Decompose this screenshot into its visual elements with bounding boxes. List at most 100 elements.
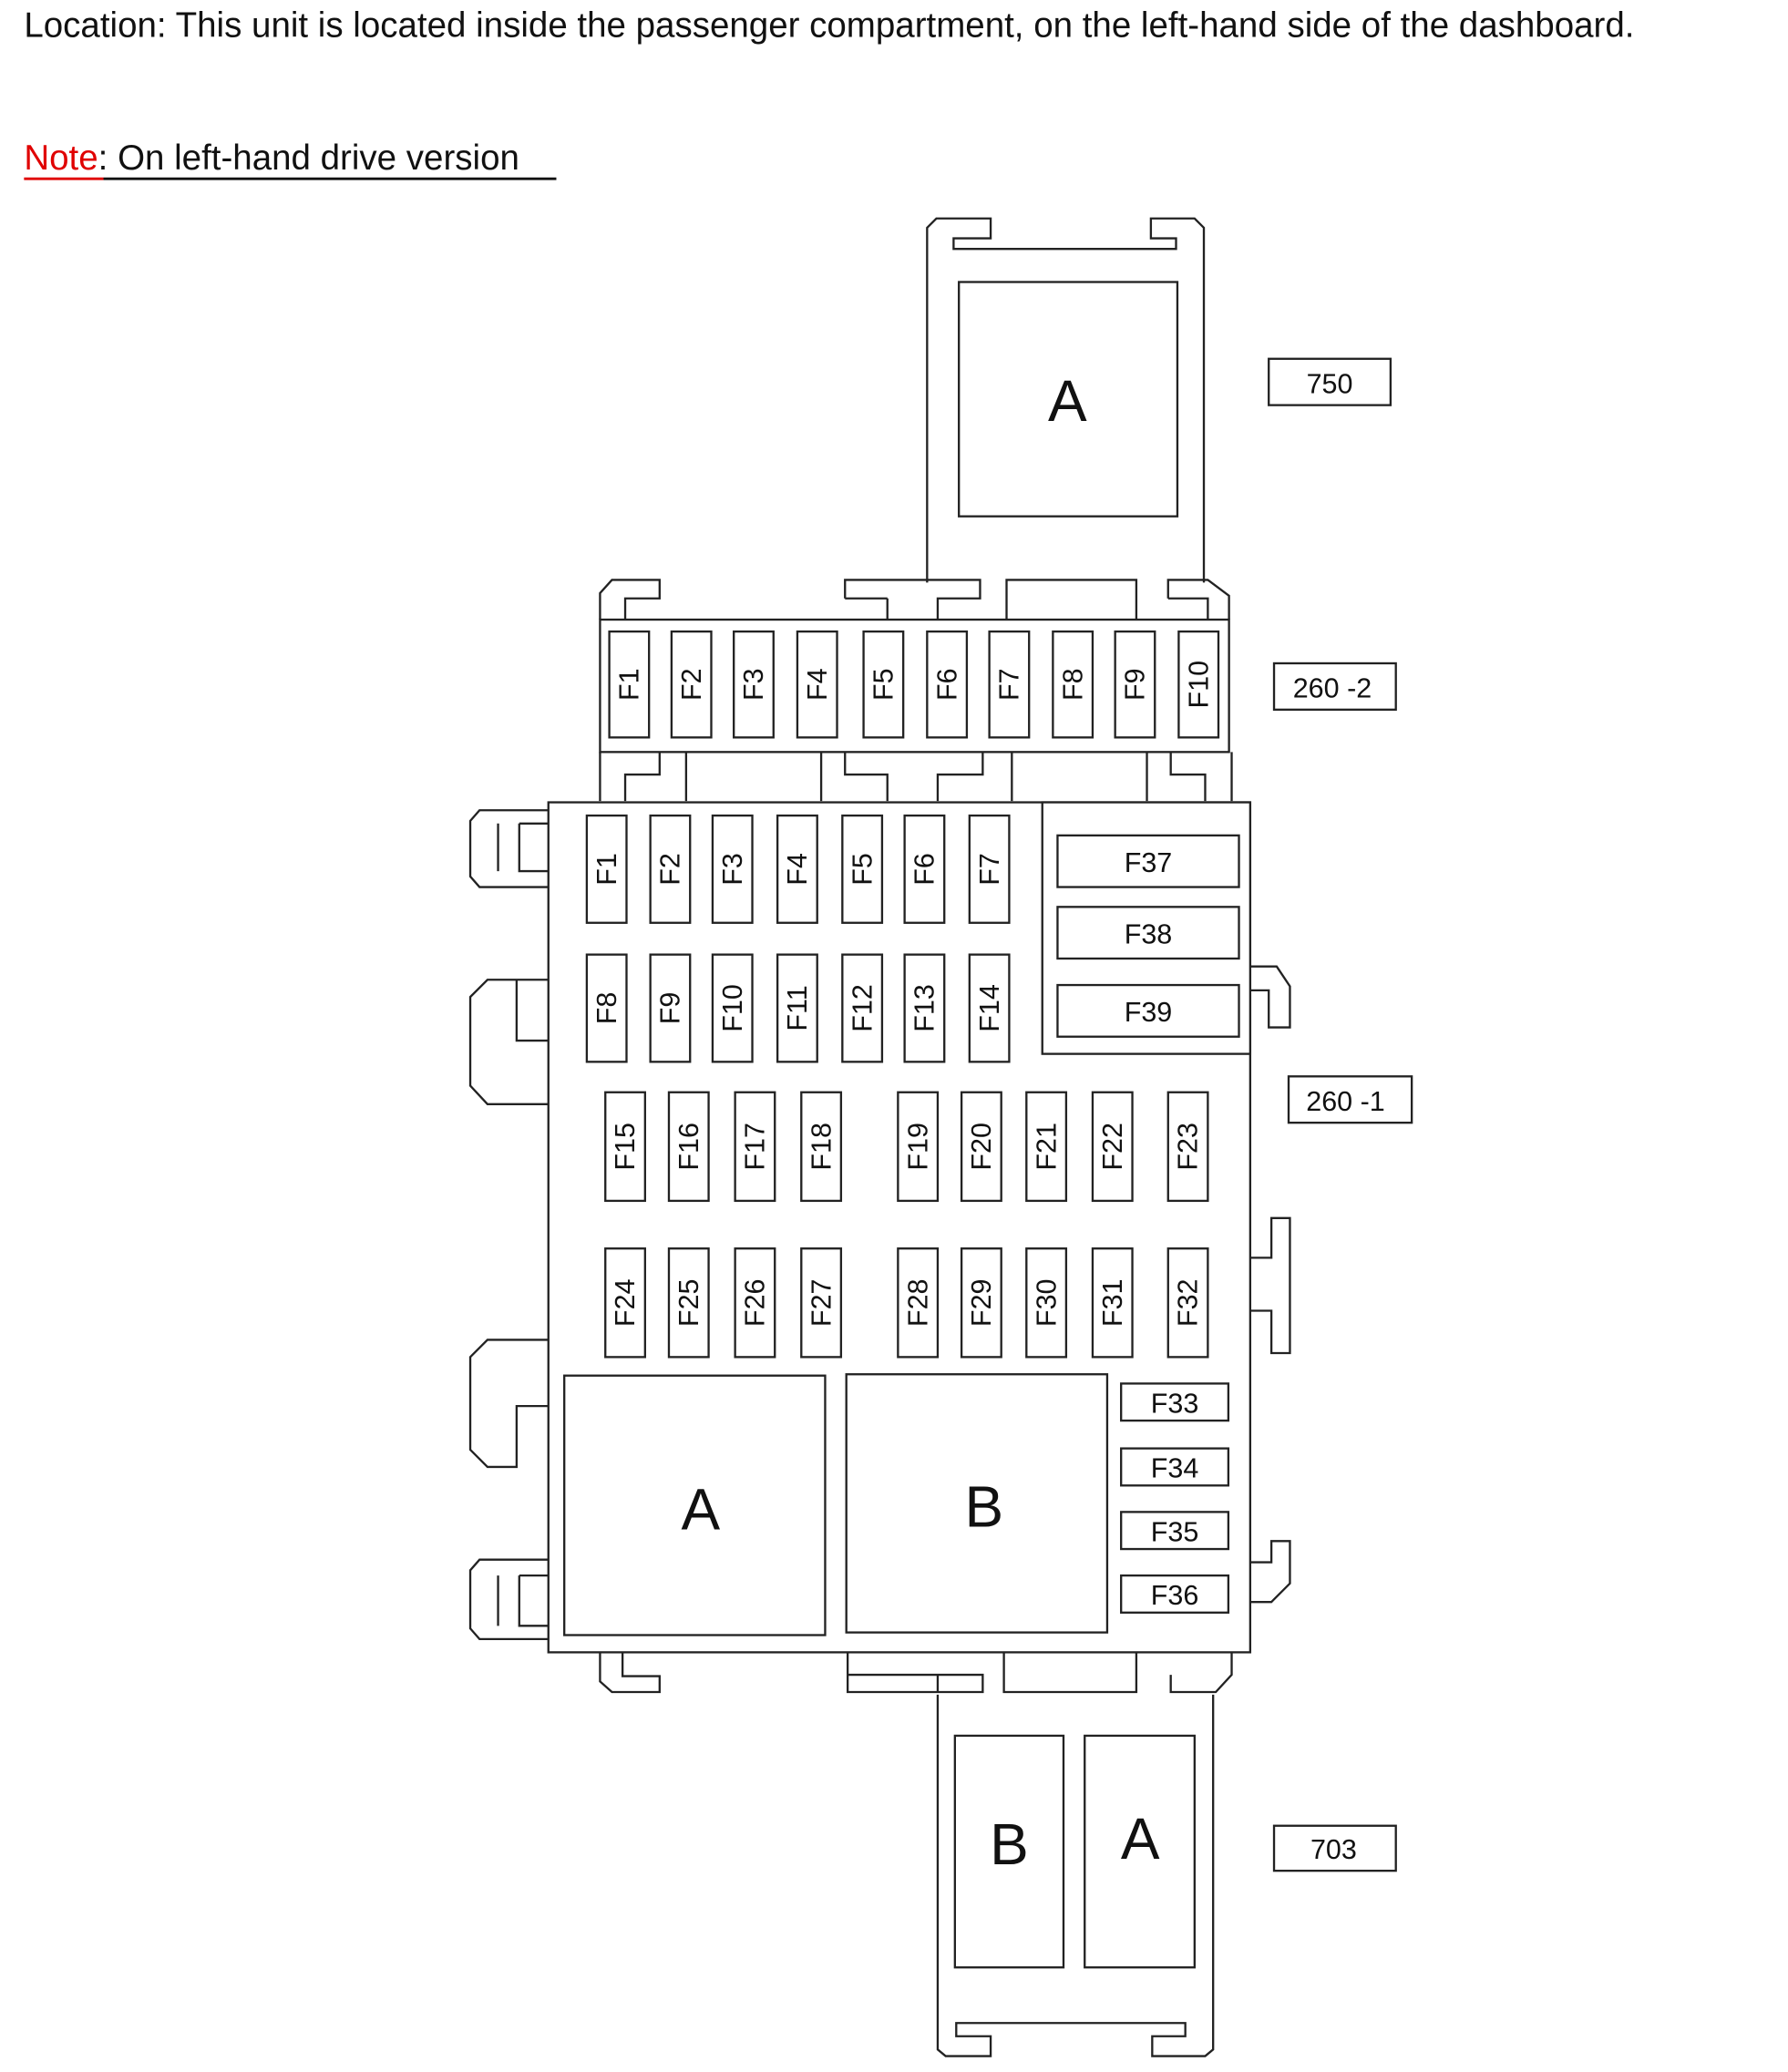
fuse: F10 [711, 953, 754, 1063]
fuse: F2 [649, 814, 692, 924]
relay-label: A [1121, 1806, 1160, 1872]
fuse: F23 [1166, 1091, 1209, 1203]
fuse-label: F36 [1151, 1580, 1199, 1611]
fuse-slot [897, 1091, 940, 1203]
fuse-label: F27 [806, 1279, 837, 1328]
fuse: F8 [1052, 630, 1094, 739]
fuse-slot [585, 953, 628, 1063]
fuse-label: F31 [1097, 1279, 1128, 1328]
unit-label-box [1268, 357, 1392, 406]
fuse-label: F7 [994, 668, 1025, 701]
fuse-slot [608, 630, 651, 739]
unit-label-box [1287, 1075, 1413, 1124]
fuse-label: F17 [740, 1123, 771, 1171]
fuse-slot [1114, 630, 1156, 739]
fuse: F19 [897, 1091, 940, 1203]
fuse-label: F1 [614, 668, 645, 701]
fuse-label: F32 [1173, 1279, 1204, 1328]
fuse-slot [796, 630, 838, 739]
fuse-label: F10 [717, 984, 748, 1032]
fuse: F18 [800, 1091, 843, 1203]
fuse-slot [1120, 1447, 1230, 1487]
fuse-slot [1166, 1247, 1209, 1359]
fuse-label: F22 [1097, 1123, 1128, 1171]
fuse-slot [1166, 1091, 1209, 1203]
unit-label: 703 [1310, 1834, 1357, 1865]
note-text: : On left-hand drive version [98, 138, 519, 178]
fuse-label: F4 [782, 853, 813, 886]
fuse-slot [800, 1247, 843, 1359]
unit-260-1: A B 260 -1 [468, 801, 1413, 1694]
fuse-label: F20 [966, 1123, 997, 1171]
fuse-label: F34 [1151, 1453, 1199, 1484]
fuse: F4 [776, 814, 818, 924]
fuse: F37 [1056, 834, 1240, 888]
fuse-slot [1120, 1511, 1230, 1551]
fuse-slot [1056, 983, 1240, 1038]
fuse-label: F9 [655, 992, 686, 1025]
fuse: F29 [960, 1247, 1002, 1359]
fuse: F31 [1091, 1247, 1134, 1359]
fuse: F13 [903, 953, 946, 1063]
fuse-slot [1025, 1091, 1068, 1203]
unit-label: 260 -2 [1293, 673, 1372, 704]
relay-a [563, 1374, 827, 1636]
fuse-slot [903, 953, 946, 1063]
fuse: F35 [1120, 1511, 1230, 1551]
fuse-label: F30 [1031, 1279, 1062, 1328]
fuse-slot [841, 814, 884, 924]
fuse-label: F18 [806, 1123, 837, 1171]
fuse-label: F6 [931, 668, 962, 701]
fuse-label: F39 [1125, 997, 1173, 1028]
unit-label: 260 -1 [1306, 1086, 1384, 1117]
location-text: Location: This unit is located inside th… [24, 6, 1634, 46]
relay-a-750 [958, 281, 1179, 518]
fuse: F6 [926, 630, 969, 739]
fuse-label: F5 [847, 853, 878, 886]
fuse-label: F37 [1125, 847, 1173, 878]
fuse-slot [734, 1247, 776, 1359]
fuse: F30 [1025, 1247, 1068, 1359]
unit-703: B A 703 [936, 1694, 1397, 2057]
fuse-slot [1025, 1247, 1068, 1359]
fuse: F22 [1091, 1091, 1134, 1203]
fuse-slot [776, 953, 818, 1063]
fuse-slot [988, 630, 1031, 739]
fuse-slot [1120, 1382, 1230, 1422]
fuse: F7 [988, 630, 1031, 739]
relay-label: A [1048, 368, 1087, 434]
fuse-slot [1177, 630, 1220, 739]
fuse: F15 [604, 1091, 646, 1203]
relay-label: B [964, 1473, 1003, 1539]
unit-label: 750 [1307, 369, 1353, 400]
relay-label: A [682, 1476, 721, 1542]
fuse-slot [711, 953, 754, 1063]
fuse-label: F25 [673, 1279, 704, 1328]
fuse: F7 [968, 814, 1011, 924]
fuse-label: F9 [1120, 668, 1151, 701]
note-line: Note: On left-hand drive version [24, 138, 519, 178]
fuse: F27 [800, 1247, 843, 1359]
fuse-slot [585, 814, 628, 924]
fuse-slot [649, 953, 692, 1063]
fuse-label: F38 [1125, 918, 1173, 949]
fuse: F3 [711, 814, 754, 924]
fuse-slot [960, 1247, 1002, 1359]
fuse: F4 [796, 630, 838, 739]
fuse: F38 [1056, 906, 1240, 960]
fuse-label: F21 [1031, 1123, 1062, 1171]
fuse: F36 [1120, 1574, 1230, 1614]
fuse: F5 [862, 630, 905, 739]
fuse: F24 [604, 1247, 646, 1359]
fuse-slot [733, 630, 775, 739]
fuse-label: F35 [1151, 1516, 1199, 1547]
fuse: F16 [667, 1091, 710, 1203]
fuse: F9 [649, 953, 692, 1063]
fuse-slot [604, 1091, 646, 1203]
fuse: F11 [776, 953, 818, 1063]
fuse-label: F3 [738, 668, 769, 701]
fuse-slot [1091, 1247, 1134, 1359]
fuse: F21 [1025, 1091, 1068, 1203]
